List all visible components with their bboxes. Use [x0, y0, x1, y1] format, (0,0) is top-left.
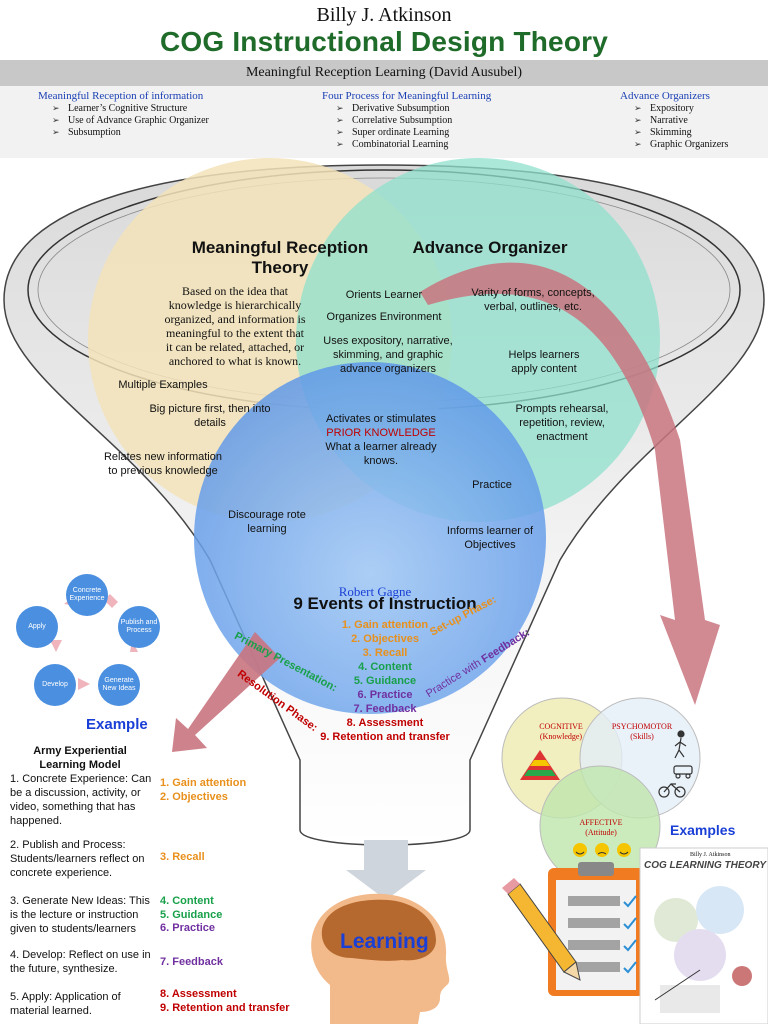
domain-affective-label: AFFECTIVE	[579, 818, 623, 827]
venn-item: Big picture first, then into details	[149, 403, 271, 429]
venn-item: Practice	[472, 479, 512, 491]
event-item: 4. Content	[358, 661, 412, 673]
example-label: Example	[86, 716, 148, 733]
venn-title-organizer: Advance Organizer	[412, 238, 568, 257]
walking-person-icon	[674, 730, 687, 759]
smiley-icons	[573, 843, 631, 857]
event-item: 3. Recall	[362, 647, 408, 659]
bicycle-icon	[658, 783, 686, 798]
thumb-title: COG LEARNING THEORY	[644, 860, 767, 871]
list-item: Super ordinate Learning	[336, 127, 491, 139]
event-item: 6. Practice	[357, 689, 413, 701]
army-title: Army Experiential Learning Model	[33, 745, 127, 771]
list-item: Narrative	[634, 115, 728, 127]
event-item: 5. Guidance	[353, 675, 417, 687]
events-list: 1. Gain attention 2. Objectives 3. Recal…	[300, 618, 470, 744]
mapped-event: 5. Guidance	[160, 909, 223, 921]
venn-overlap-item: Organizes Environment	[326, 311, 442, 323]
cycle-node-publish: Publish and Process	[118, 606, 160, 648]
cycle-node-concrete: Concrete Experience	[66, 574, 108, 616]
column-heading: Meaningful Reception of information	[38, 90, 204, 102]
venn-overlap-item: Orients Learner	[345, 289, 423, 301]
curved-arrow	[420, 262, 720, 705]
list-item: Correlative Subsumption	[336, 115, 491, 127]
army-step: 3. Generate New Ideas: This is the lectu…	[10, 895, 150, 935]
domain-affective-sub: (Attitude)	[585, 828, 617, 837]
mapped-event: 8. Assessment	[160, 988, 237, 1000]
mapped-event: 3. Recall	[160, 851, 205, 863]
top-columns: Meaningful Reception of information Lear…	[0, 86, 768, 158]
event-item: 1. Gain attention	[341, 619, 429, 631]
down-arrow	[346, 840, 426, 900]
event-item: 9. Retention and transfer	[320, 731, 450, 743]
venn-center-line2: What a learner already knows.	[325, 441, 437, 467]
brain-icon	[321, 899, 436, 961]
venn-item: Multiple Examples	[118, 379, 208, 391]
venn-item: Informs learner of Objectives	[446, 525, 534, 551]
learning-label: Learning	[340, 930, 429, 953]
author-name: Billy J. Atkinson	[316, 4, 452, 26]
bloom-pyramid-icon	[520, 750, 560, 780]
list-item: Derivative Subsumption	[336, 103, 491, 115]
army-step: 5. Apply: Application of material learne…	[10, 991, 121, 1017]
army-step: 4. Develop: Reflect on use in the future…	[10, 949, 151, 975]
list-item: Expository	[634, 103, 728, 115]
venn-overlap-item: Uses expository, narrative, skimming, an…	[323, 335, 453, 375]
column-processes: Four Process for Meaningful Learning Der…	[322, 90, 491, 151]
event-item: 8. Assessment	[346, 717, 424, 729]
venn-item: Helps learners apply content	[508, 349, 580, 375]
domain-cognitive-sub: (Knowledge)	[539, 732, 583, 741]
clipboard-icon	[548, 862, 644, 996]
mapped-event: 4. Content	[160, 895, 214, 907]
poster-thumbnail	[639, 847, 768, 1024]
column-heading: Advance Organizers	[620, 90, 710, 102]
venn-center-highlight: PRIOR KNOWLEDGE	[326, 427, 436, 439]
examples-label: Examples	[670, 822, 736, 838]
column-heading: Four Process for Meaningful Learning	[322, 90, 492, 102]
domain-affective: AFFECTIVE(Attitude)	[566, 818, 636, 838]
domain-cognitive: COGNITIVE(Knowledge)	[526, 722, 596, 742]
event-item: 2. Objectives	[351, 633, 419, 645]
list-item: Combinatorial Learning	[336, 139, 491, 151]
domain-psychomotor: PSYCHOMOTOR(Skills)	[604, 722, 680, 742]
list-item: Use of Advance Graphic Organizer	[52, 115, 209, 127]
mapped-event: 6. Practice	[160, 922, 216, 934]
venn-item: Prompts rehearsal, repetition, review, e…	[515, 403, 609, 443]
cycle-node-apply: Apply	[16, 606, 58, 648]
venn-center-line1: Activates or stimulates	[325, 413, 437, 425]
gagne-title: 9 Events of Instruction	[293, 594, 477, 613]
venn-item: Varity of forms, concepts, verbal, outli…	[471, 287, 595, 313]
event-item: 7. Feedback	[353, 703, 417, 715]
list-item: Learner’s Cognitive Structure	[52, 103, 209, 115]
cycle-node-generate: Generate New Ideas	[98, 664, 140, 706]
cycle-node-develop: Develop	[34, 664, 76, 706]
domain-psychomotor-label: PSYCHOMOTOR	[611, 722, 673, 731]
venn-reception-description: Based on the idea that knowledge is hier…	[164, 284, 306, 368]
venn-item: Relates new information to previous know…	[103, 451, 222, 477]
mapped-event: 2. Objectives	[160, 791, 228, 803]
banner: Meaningful Reception Learning (David Aus…	[0, 60, 768, 86]
domain-psychomotor-sub: (Skills)	[630, 732, 654, 741]
venn-item: Discourage rote learning	[228, 509, 306, 535]
domain-cognitive-label: COGNITIVE	[539, 722, 583, 731]
army-step: 1. Concrete Experience: Can be a discuss…	[10, 773, 152, 827]
column-reception: Meaningful Reception of information Lear…	[38, 90, 209, 139]
mapped-event: 7. Feedback	[160, 956, 223, 968]
car-icon	[673, 765, 693, 779]
list-item: Skimming	[634, 127, 728, 139]
venn-title-reception: Meaningful Reception Theory	[191, 238, 369, 277]
venn-circle-gagne	[194, 362, 546, 714]
army-step: 2. Publish and Process: Students/learner…	[10, 839, 145, 879]
mapped-event: 9. Retention and transfer	[160, 1002, 290, 1014]
gagne-name: Robert Gagne	[338, 584, 412, 599]
column-organizers: Advance Organizers Expository Narrative …	[620, 90, 728, 151]
list-item: Graphic Organizers	[634, 139, 728, 151]
thumb-author: Billy J. Atkinson	[690, 852, 731, 858]
diagonal-arrow	[172, 632, 280, 752]
list-item: Subsumption	[52, 127, 209, 139]
mapped-event: 1. Gain attention	[160, 777, 247, 789]
pencil-icon	[502, 878, 581, 981]
page-title: COG Instructional Design Theory	[159, 26, 609, 57]
